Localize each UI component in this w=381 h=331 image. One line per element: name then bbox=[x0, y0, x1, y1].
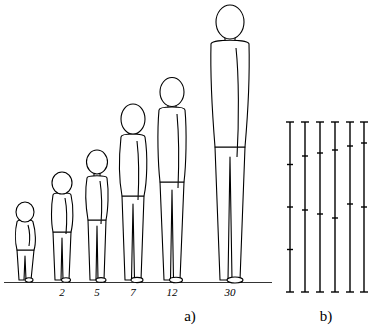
child-figure bbox=[158, 78, 186, 283]
panel-label: b) bbox=[320, 309, 333, 324]
age-label: 5 bbox=[94, 287, 100, 298]
panel-label: a) bbox=[184, 309, 196, 324]
child-figure bbox=[120, 104, 147, 283]
proportion-bars bbox=[286, 122, 368, 292]
adult-figure bbox=[211, 5, 249, 283]
age-label: 12 bbox=[167, 287, 178, 298]
child-figure bbox=[52, 172, 73, 282]
age-label: 30 bbox=[225, 287, 236, 298]
child-figure bbox=[86, 150, 108, 282]
newborn-figure bbox=[16, 202, 36, 282]
age-label: 7 bbox=[130, 287, 136, 298]
age-label: 2 bbox=[59, 287, 65, 298]
